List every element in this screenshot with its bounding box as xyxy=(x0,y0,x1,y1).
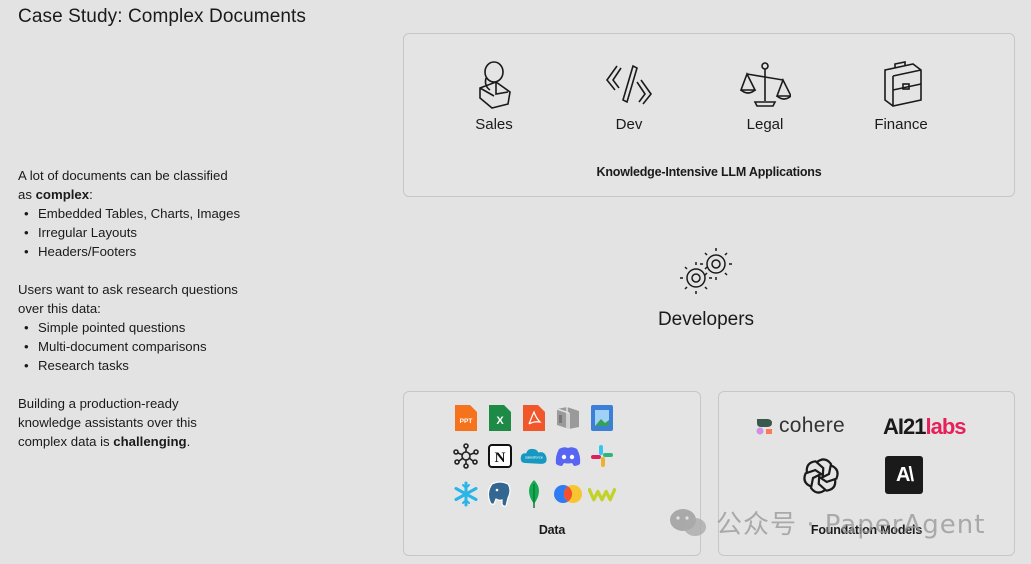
building-line-1: Building a production-ready xyxy=(18,396,179,411)
data-logo-grid: PPT X N salesforce xyxy=(452,404,657,508)
app-legal: Legal xyxy=(710,58,820,133)
slack-icon xyxy=(588,442,616,470)
app-dev: Dev xyxy=(574,58,684,133)
intro-line-2: as complex: xyxy=(18,187,93,202)
openai-icon xyxy=(803,458,839,494)
cohere-mark-icon xyxy=(756,419,772,435)
users-line-2: over this data: xyxy=(18,301,101,316)
developers-label: Developers xyxy=(657,309,755,330)
svg-text:PPT: PPT xyxy=(460,418,473,425)
svg-text:salesforce: salesforce xyxy=(525,455,543,460)
pdf-icon xyxy=(520,404,548,432)
anthropic-logo: A\ xyxy=(885,456,923,494)
salesforce-icon: salesforce xyxy=(520,442,548,470)
list-item: Research tasks xyxy=(18,356,268,375)
excel-icon: X xyxy=(486,404,514,432)
gears-icon xyxy=(680,248,732,294)
challenging-word: challenging xyxy=(113,434,187,449)
postgres-icon xyxy=(486,480,514,508)
ai21-labs-logo: AI21labs xyxy=(883,414,967,439)
data-caption: Data xyxy=(538,523,566,537)
cohere-logo: cohere xyxy=(755,414,845,438)
list-item: Headers/Footers xyxy=(18,242,268,261)
building-line-3: complex data is challenging. xyxy=(18,434,191,449)
stack-icon xyxy=(554,404,582,432)
list-item: Embedded Tables, Charts, Images xyxy=(18,204,268,223)
mongodb-icon xyxy=(520,480,548,508)
app-sales: Sales xyxy=(439,58,549,133)
complex-word: complex xyxy=(35,187,90,202)
circles-icon xyxy=(554,480,582,508)
users-line-1: Users want to ask research questions xyxy=(18,282,238,297)
foundation-models-panel: cohere AI21labs A\ Foundation Models xyxy=(718,391,1015,556)
questions-list: Simple pointed questions Multi-document … xyxy=(18,318,268,375)
data-panel: PPT X N salesforce xyxy=(403,391,701,556)
notion-icon: N xyxy=(486,442,514,470)
description-text: A lot of documents can be classified as … xyxy=(18,166,268,451)
wechat-icon xyxy=(670,508,706,536)
wave-icon xyxy=(588,480,616,508)
foundation-models-caption: Foundation Models xyxy=(810,523,923,537)
ppt-icon: PPT xyxy=(452,404,480,432)
discord-icon xyxy=(554,442,582,470)
watermark: 公众号 · PaperAgent xyxy=(668,504,985,541)
building-line-2: knowledge assistants over this xyxy=(18,415,197,430)
svg-text:X: X xyxy=(496,415,504,427)
network-icon xyxy=(452,442,480,470)
applications-caption: Knowledge-Intensive LLM Applications xyxy=(596,165,822,179)
list-item: Multi-document comparisons xyxy=(18,337,268,356)
applications-panel: Sales Dev Legal xyxy=(403,33,1015,197)
scales-icon xyxy=(739,62,791,107)
page-title: Case Study: Complex Documents xyxy=(18,6,307,27)
app-finance: Finance xyxy=(846,58,956,133)
briefcase-icon xyxy=(884,61,922,107)
image-icon xyxy=(588,404,616,432)
complex-list: Embedded Tables, Charts, Images Irregula… xyxy=(18,204,268,261)
developers-node: Developers xyxy=(606,246,806,331)
intro-line-1: A lot of documents can be classified xyxy=(18,168,228,183)
snowflake-icon xyxy=(452,480,480,508)
person-icon xyxy=(479,61,511,109)
openai-logo xyxy=(801,456,841,501)
list-item: Simple pointed questions xyxy=(18,318,268,337)
svg-text:N: N xyxy=(495,450,506,466)
list-item: Irregular Layouts xyxy=(18,223,268,242)
code-icon xyxy=(605,64,653,105)
